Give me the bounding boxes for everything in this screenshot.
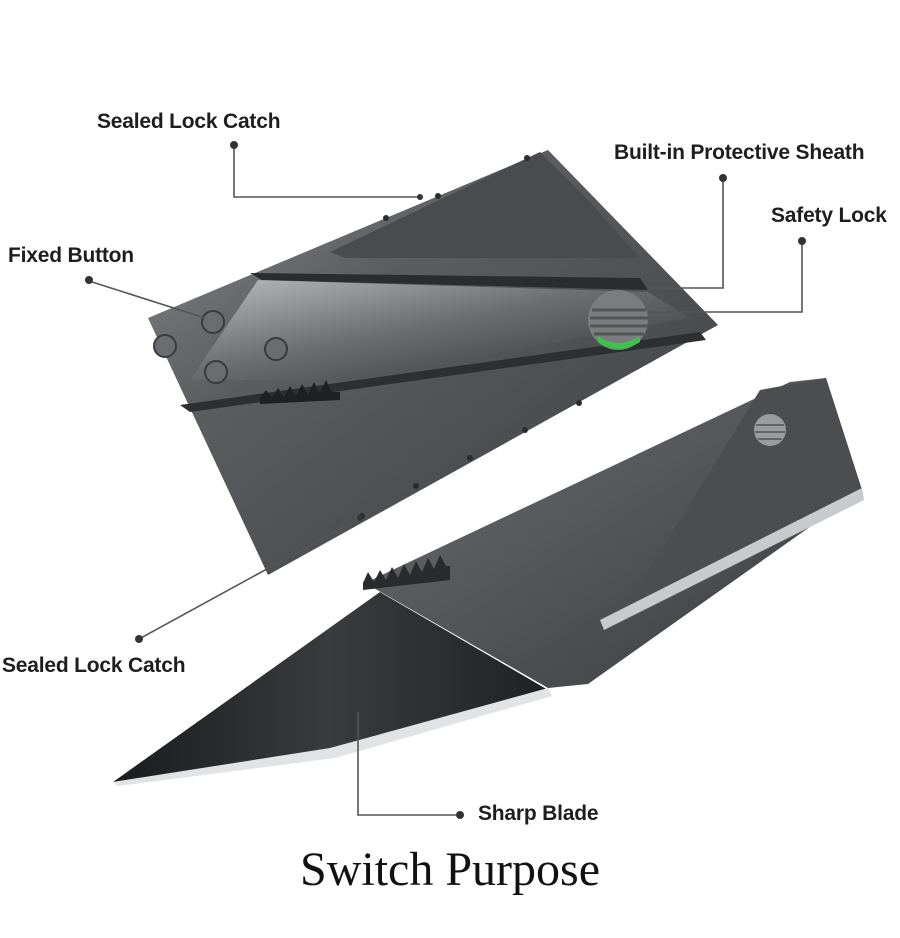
label-sharp-blade: Sharp Blade	[478, 802, 599, 825]
blade-edge	[113, 688, 552, 786]
label-sealed-lock-catch-bottom: Sealed Lock Catch	[2, 654, 186, 677]
leader-built-in-protective-sheath	[650, 180, 724, 289]
safety-lock	[588, 290, 648, 350]
knife-handle-fold	[600, 378, 862, 650]
sharp-blade	[113, 592, 548, 782]
open-knife	[113, 378, 864, 786]
safety-lock-green-indicator	[598, 336, 640, 349]
folded-blade-wing	[190, 280, 690, 380]
label-fixed-button: Fixed Button	[8, 244, 134, 267]
leader-lines	[88, 147, 803, 816]
label-sealed-lock-catch-top: Sealed Lock Catch	[97, 110, 281, 133]
fixed-button-1	[201, 310, 225, 334]
card-serrations	[260, 380, 340, 404]
label-safety-lock: Safety Lock	[771, 204, 887, 227]
leader-sharp-blade	[357, 712, 460, 816]
leader-sealed-lock-catch-bottom	[138, 517, 361, 640]
fixed-button-2	[153, 334, 177, 358]
label-built-in-protective-sheath: Built-in Protective Sheath	[614, 141, 865, 164]
fixed-button-4	[204, 360, 228, 384]
knife-safety-lock	[754, 414, 786, 446]
caption-title: Switch Purpose	[300, 843, 600, 896]
knife-serrations	[363, 555, 450, 590]
handle-edge-highlight	[600, 488, 864, 630]
sheath-slot	[250, 273, 648, 290]
leader-fixed-button	[88, 280, 206, 319]
card-upper-panel	[330, 152, 640, 258]
fixed-button-3	[264, 337, 288, 361]
leader-safety-lock	[650, 243, 803, 313]
leader-dots	[85, 141, 806, 819]
leader-sealed-lock-catch-top	[233, 147, 420, 198]
folded-card	[148, 150, 718, 575]
